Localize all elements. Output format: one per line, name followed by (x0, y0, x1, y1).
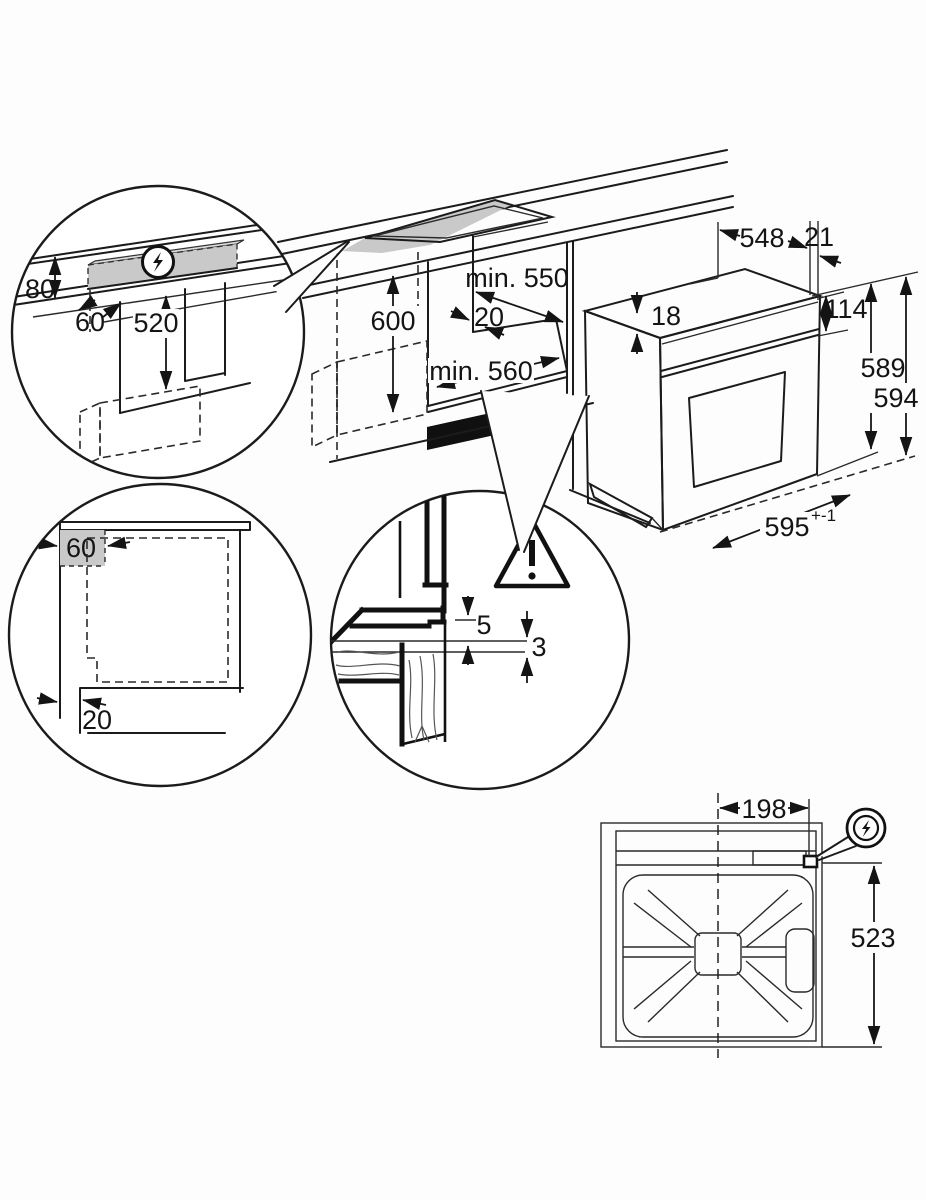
dim-connection-offset: 60 (75, 307, 105, 337)
rear-view: 198 523 (600, 793, 900, 1058)
detail-electrical-content: 80 520 60 (12, 215, 304, 469)
dim-niche-rear-gap: 20 (474, 302, 504, 332)
dim-gap-upper: 5 (476, 610, 491, 640)
oven-isometric-view: 548 21 18 114 589 594 595 +-1 (581, 221, 923, 549)
dim-side-bottom-setback: 20 (82, 705, 112, 735)
dim-oven-height-total: 594 (873, 383, 918, 413)
warning-triangle-exclamation-icon (493, 517, 571, 589)
worktop-and-niche-scene: 600 min. 550 20 min. 560 (277, 149, 734, 524)
dim-oven-width: 595 (764, 512, 809, 542)
detail-circle-gap (329, 489, 631, 791)
dim-rear-height: 523 (850, 923, 895, 953)
dim-connection-height: 80 (25, 274, 55, 304)
dim-rear-offset: 198 (741, 794, 786, 824)
callout-tail-gap (480, 390, 590, 553)
dim-connection-520: 520 (133, 308, 178, 338)
dim-gap-lower: 3 (531, 632, 546, 662)
lightning-bolt-circle-icon (141, 245, 175, 279)
dim-oven-panel-height: 114 (824, 294, 867, 324)
dim-niche-width-min: min. 560 (429, 356, 533, 386)
lightning-bolt-circle-icon-rear (815, 807, 887, 861)
dim-niche-depth-min: min. 550 (465, 263, 569, 293)
detail-gap-content: 5 3 (331, 495, 571, 747)
dim-oven-width-tolerance: +-1 (811, 506, 836, 525)
dim-oven-top-edge: 18 (651, 301, 681, 331)
detail-side-section-content: 60 20 (36, 521, 251, 735)
dim-niche-height: 600 (370, 306, 415, 336)
mains-terminal-box (802, 854, 819, 869)
dim-oven-height-body: 589 (860, 353, 905, 383)
dim-oven-top-depth: 548 (739, 223, 784, 253)
dim-oven-rear-gap: 21 (804, 222, 834, 252)
callout-tail-top (273, 240, 350, 313)
